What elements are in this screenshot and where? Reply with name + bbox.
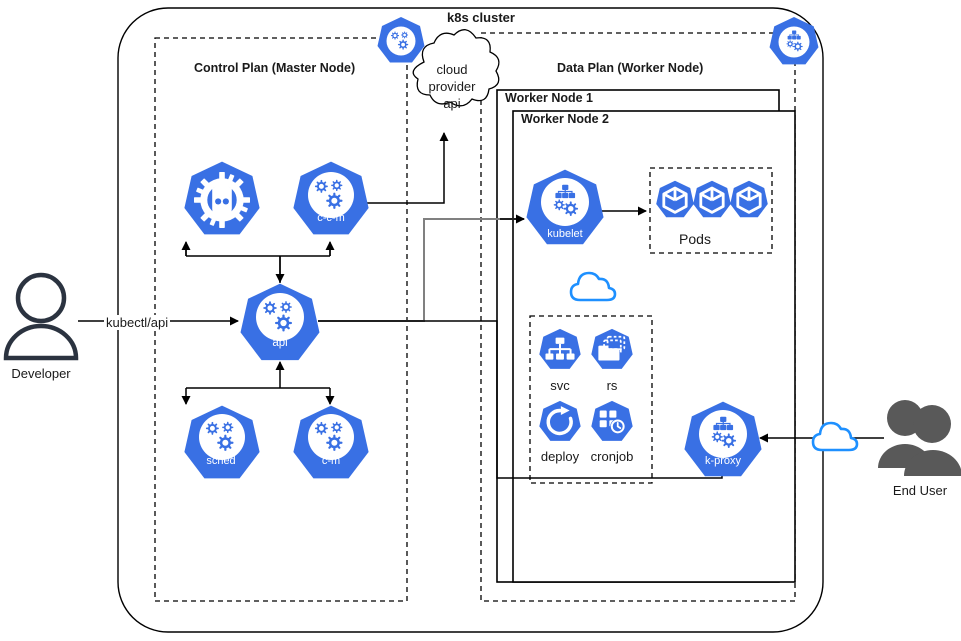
- developer-avatar: [3, 272, 79, 361]
- cloud-provider-api-line1: cloud: [436, 62, 468, 77]
- control-plane-title: Control Plan (Master Node): [194, 61, 356, 75]
- end-user-label: End User: [892, 483, 948, 498]
- edge-api-bus-up: [185, 245, 331, 283]
- edge-ccm-cloudprovider: [363, 132, 449, 204]
- end-user-avatar: [878, 400, 961, 476]
- cloud-provider-api-line2: provider: [428, 79, 476, 94]
- resource-label-rs: rs: [606, 378, 618, 393]
- control-plane-box: [154, 37, 408, 602]
- node-api-label: api: [272, 337, 288, 349]
- node-etcd: [184, 161, 260, 235]
- resource-label-svc: svc: [550, 378, 570, 393]
- pods-box: [649, 167, 773, 254]
- node-sched-label: sched: [206, 455, 236, 467]
- developer-label: Developer: [11, 366, 71, 381]
- k8s-badge-control-plane: [377, 17, 425, 63]
- worker-node-1-title: Worker Node 1: [505, 91, 593, 105]
- data-plane-title: Data Plan (Worker Node): [557, 61, 704, 75]
- node-ccm: [293, 161, 369, 235]
- node-kubelet: [526, 169, 604, 245]
- resource-label-deploy: deploy: [540, 449, 580, 464]
- pods-label: Pods: [679, 231, 711, 247]
- node-sched: [184, 405, 260, 479]
- cloud-provider-api-cloud: [412, 29, 500, 107]
- resource-label-cronjob: cronjob: [590, 449, 634, 464]
- edge-label-kubectl-api: kubectl/api: [104, 315, 171, 330]
- node-kproxy: [684, 401, 762, 477]
- node-cm: [293, 405, 369, 479]
- node-cm-label: c-m: [321, 455, 341, 467]
- resources-cloud-icon: [569, 271, 617, 302]
- node-kubelet-label: kubelet: [547, 228, 583, 240]
- k8s-badge-data-plane: [769, 17, 819, 65]
- cloud-provider-api-line3: api: [443, 96, 461, 111]
- node-api: [240, 283, 320, 361]
- node-kproxy-label: k-proxy: [704, 455, 742, 467]
- worker-node-2-title: Worker Node 2: [521, 112, 609, 126]
- node-ccm-label: c-c-m: [317, 212, 345, 224]
- edge-api-kubelet: [318, 218, 524, 322]
- end-user-cloud-icon: [811, 421, 859, 452]
- k8s-cluster-title: k8s cluster: [447, 10, 515, 25]
